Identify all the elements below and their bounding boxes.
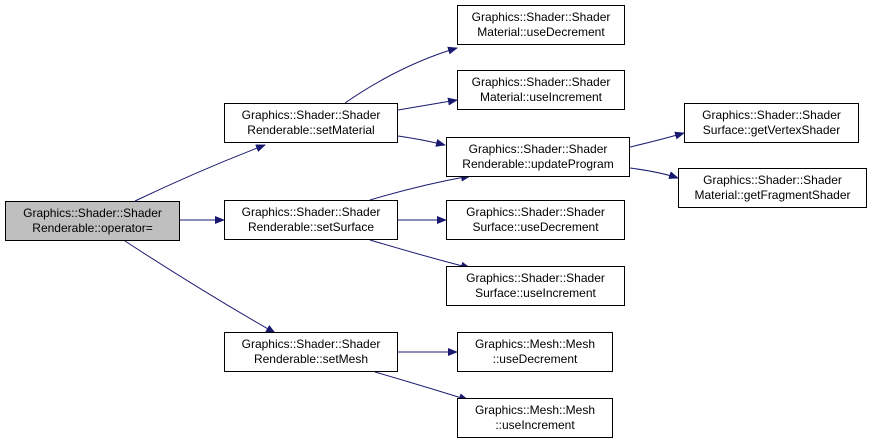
node-surface-useincrement[interactable]: Graphics::Shader::Shader Surface::useInc…: [446, 266, 625, 306]
node-line2: Material::useIncrement: [479, 90, 603, 104]
node-renderable-setmaterial[interactable]: Graphics::Shader::Shader Renderable::set…: [224, 103, 398, 143]
node-line1: Graphics::Shader::Shader: [466, 205, 605, 219]
node-line2: Renderable::setMaterial: [247, 123, 375, 137]
node-line1: Graphics::Shader::Shader: [468, 142, 608, 156]
edge-setMaterial-to-updateProgram: [397, 135, 446, 147]
node-material-usedecrement[interactable]: Graphics::Shader::Shader Material::useDe…: [457, 5, 625, 45]
edge-setSurface-to-surfUseInc: [369, 239, 471, 270]
edge-operator-to-setMesh: [124, 240, 276, 334]
node-surface-getvertexshader[interactable]: Graphics::Shader::Shader Surface::getVer…: [684, 103, 859, 143]
node-line1: Graphics::Shader::Shader: [241, 108, 381, 122]
edge-updateProgram-to-getFragment: [629, 167, 679, 179]
node-line1: Graphics::Shader::Shader: [703, 173, 842, 187]
node-line2: Surface::getVertexShader: [702, 123, 841, 137]
edge-setMaterial-to-matUseDec: [344, 46, 458, 104]
node-line1: Graphics::Shader::Shader: [241, 205, 381, 219]
node-line2: Renderable::setMesh: [253, 352, 369, 366]
node-material-useincrement[interactable]: Graphics::Shader::Shader Material::useIn…: [457, 70, 625, 110]
edge-operator-to-setMaterial: [134, 144, 266, 202]
node-line1: Graphics::Mesh::Mesh: [474, 403, 596, 417]
node-renderable-setsurface[interactable]: Graphics::Shader::Shader Renderable::set…: [224, 200, 398, 240]
node-renderable-setmesh[interactable]: Graphics::Shader::Shader Renderable::set…: [224, 332, 398, 372]
node-mesh-useincrement[interactable]: Graphics::Mesh::Mesh ::useIncrement: [457, 398, 613, 438]
node-line2: Renderable::updateProgram: [462, 157, 614, 171]
node-renderable-updateprogram[interactable]: Graphics::Shader::Shader Renderable::upd…: [446, 137, 630, 177]
node-line1: Graphics::Shader::Shader: [241, 337, 381, 351]
node-line1: Graphics::Shader::Shader: [471, 75, 611, 89]
node-line2: ::useIncrement: [495, 418, 575, 432]
edge-setSurface-to-updateProgram: [369, 173, 471, 201]
node-surface-usedecrement[interactable]: Graphics::Shader::Shader Surface::useDec…: [446, 200, 625, 240]
node-line2: Material::getFragmentShader: [694, 188, 851, 202]
node-line1: Graphics::Shader::Shader: [702, 108, 841, 122]
node-line2: Renderable::operator=: [32, 221, 153, 235]
node-renderable-operator-assign[interactable]: Graphics::Shader::Shader Renderable::ope…: [5, 201, 180, 241]
node-line2: Renderable::setSurface: [247, 220, 375, 234]
edge-updateProgram-to-getVertex: [629, 131, 685, 148]
node-line1: Graphics::Shader::Shader: [23, 206, 162, 220]
node-line1: Graphics::Mesh::Mesh: [474, 337, 596, 351]
node-mesh-usedecrement[interactable]: Graphics::Mesh::Mesh ::useDecrement: [457, 332, 613, 372]
node-line1: Graphics::Shader::Shader: [466, 271, 605, 285]
node-line1: Graphics::Shader::Shader: [471, 10, 611, 24]
node-line2: Surface::useIncrement: [475, 286, 596, 300]
node-line2: Surface::useDecrement: [472, 220, 599, 234]
node-material-getfragmentshader[interactable]: Graphics::Shader::Shader Material::getFr…: [678, 168, 867, 208]
node-line2: Material::useDecrement: [477, 25, 605, 39]
edge-setMesh-to-meshUseInc: [374, 371, 469, 402]
edge-setMaterial-to-matUseInc: [397, 97, 458, 111]
node-line2: ::useDecrement: [492, 352, 578, 366]
